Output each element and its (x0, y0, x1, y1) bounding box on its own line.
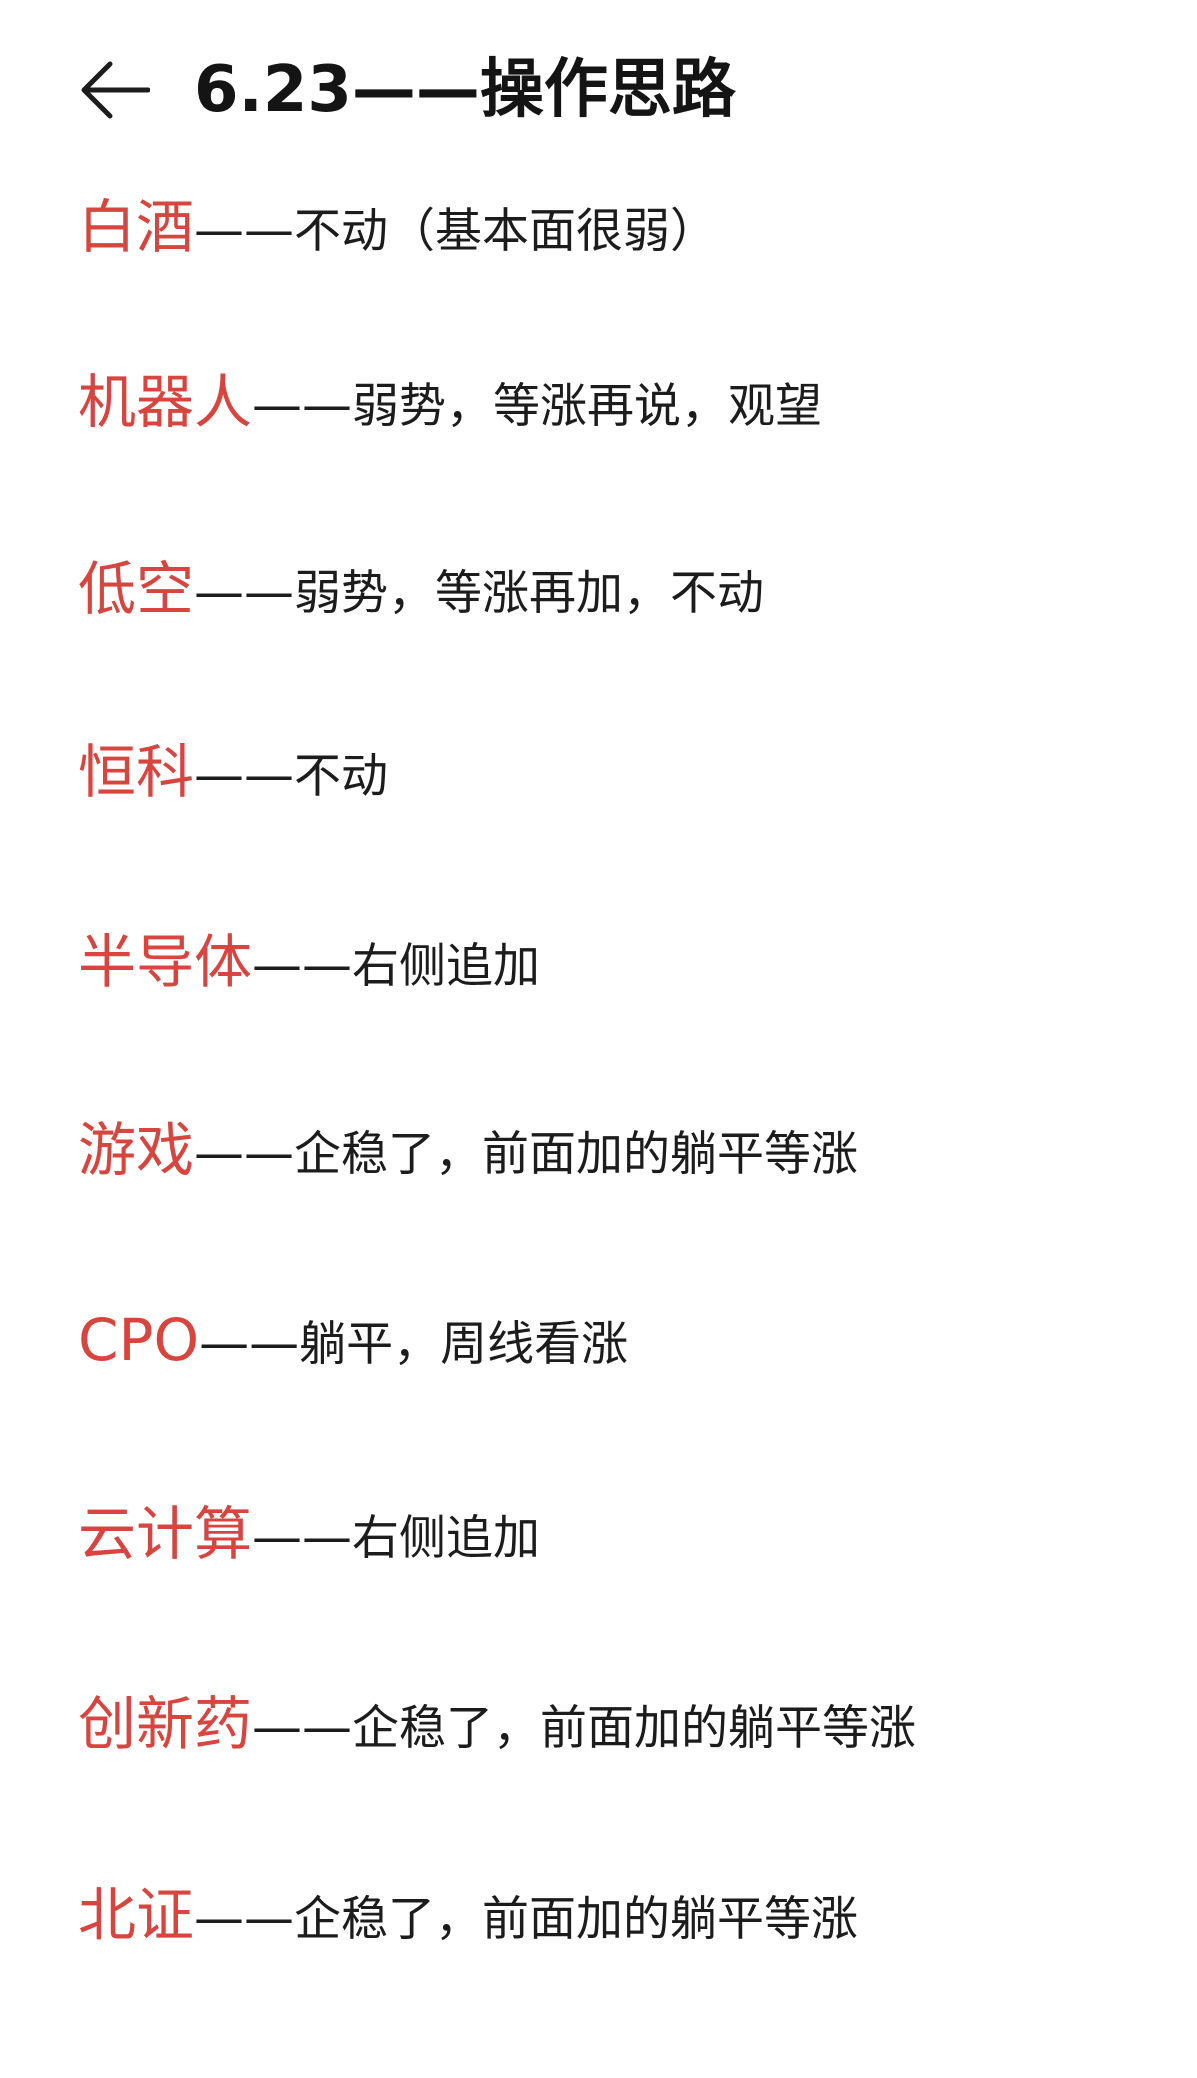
sector-name: 白酒 (78, 193, 195, 261)
separator-dash: —— (194, 201, 295, 259)
sector-name: 云计算 (78, 1500, 253, 1568)
sector-name: CPO (78, 1306, 200, 1374)
action-text: 弱势，等涨再说，观望 (352, 379, 823, 434)
sector-name: 半导体 (78, 928, 253, 996)
list-item: 游戏——企稳了，前面加的躺平等涨 (78, 1113, 858, 1187)
list-item: 低空——弱势，等涨再加，不动 (78, 552, 764, 626)
sector-name: 恒科 (78, 738, 195, 806)
list-item: 创新药——企稳了，前面加的躺平等涨 (78, 1687, 916, 1761)
app-header: 6.23——操作思路 (0, 34, 1197, 144)
separator-dash: —— (194, 746, 295, 804)
action-text: 企稳了，前面加的躺平等涨 (352, 1701, 917, 1756)
back-button[interactable] (78, 60, 150, 120)
list-item: 半导体——右侧追加 (78, 925, 540, 999)
separator-dash: —— (194, 563, 295, 621)
list-item: 云计算——右侧追加 (78, 1497, 540, 1571)
action-text: 弱势，等涨再加，不动 (294, 566, 765, 621)
action-text: 躺平，周线看涨 (299, 1317, 629, 1372)
page-title: 6.23——操作思路 (194, 53, 736, 127)
arrow-left-icon (81, 61, 150, 119)
action-text: 右侧追加 (352, 1511, 541, 1566)
action-text: 企稳了，前面加的躺平等涨 (294, 1127, 859, 1182)
list-item: 恒科——不动 (78, 735, 388, 809)
action-text: 不动（基本面很弱） (294, 204, 718, 259)
sector-name: 机器人 (78, 368, 253, 436)
list-item: CPO——躺平，周线看涨 (78, 1303, 628, 1377)
separator-dash: —— (252, 376, 353, 434)
sector-name: 北证 (78, 1881, 195, 1949)
action-text: 不动 (294, 749, 389, 804)
list-item: 机器人——弱势，等涨再说，观望 (78, 365, 822, 439)
separator-dash: —— (194, 1124, 295, 1182)
separator-dash: —— (199, 1314, 300, 1372)
sector-name: 低空 (78, 555, 195, 623)
sector-name: 创新药 (78, 1690, 253, 1758)
separator-dash: —— (252, 1508, 353, 1566)
list-item: 白酒——不动（基本面很弱） (78, 190, 717, 264)
action-text: 右侧追加 (352, 939, 541, 994)
list-item: 北证——企稳了，前面加的躺平等涨 (78, 1878, 858, 1952)
separator-dash: —— (194, 1889, 295, 1947)
separator-dash: —— (252, 936, 353, 994)
sector-name: 游戏 (78, 1116, 195, 1184)
action-text: 企稳了，前面加的躺平等涨 (294, 1892, 859, 1947)
separator-dash: —— (252, 1698, 353, 1756)
